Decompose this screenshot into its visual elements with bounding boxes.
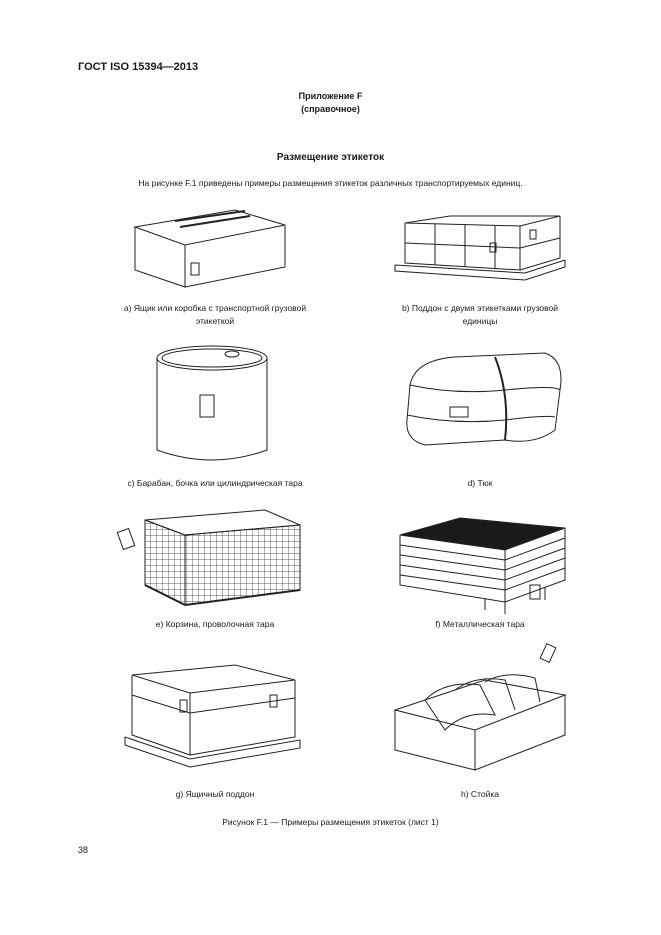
annex-title: Приложение F	[298, 91, 363, 101]
page-number: 38	[78, 845, 89, 855]
figure-box-pallet-illustration	[124, 664, 301, 768]
caption-a: a) Ящик или коробка с транспортной грузо…	[95, 302, 335, 328]
document-id: ГОСТ ISO 15394—2013	[78, 61, 199, 73]
caption-a-line1: a) Ящик или коробка с транспортной грузо…	[123, 303, 307, 313]
figure-caption: Рисунок F.1 — Примеры размещения этикето…	[222, 817, 439, 827]
caption-a-line2: этикеткой	[195, 316, 235, 326]
figure-wire-basket-illustration	[116, 509, 301, 606]
figure-rack-illustration	[393, 642, 567, 771]
figure-drum-illustration	[156, 345, 268, 461]
caption-e: e) Корзина, проволочная тара	[155, 619, 275, 629]
caption-g: g) Ящичный поддон	[175, 789, 255, 799]
figure-metal-container-illustration	[399, 517, 566, 614]
caption-b-line1: b) Поддон с двумя этикетками грузовой	[401, 303, 559, 313]
caption-c: c) Барабан, бочка или цилиндрическая тар…	[127, 478, 303, 488]
annex-subtitle: (справочное)	[301, 104, 360, 114]
figure-pallet-illustration	[394, 215, 566, 281]
caption-h: h) Стойка	[461, 789, 499, 799]
intro-text: На рисунке F.1 приведены примеры размеще…	[138, 178, 523, 188]
caption-b: b) Поддон с двумя этикетками грузовой еди…	[360, 302, 600, 328]
figure-bale-illustration	[406, 352, 562, 446]
figure-box-illustration	[133, 209, 286, 288]
caption-d: d) Тюк	[467, 478, 493, 488]
caption-f: f) Металлическая тара	[435, 619, 525, 629]
caption-b-line2: единицы	[462, 316, 498, 326]
section-heading: Размещение этикеток	[276, 152, 385, 163]
